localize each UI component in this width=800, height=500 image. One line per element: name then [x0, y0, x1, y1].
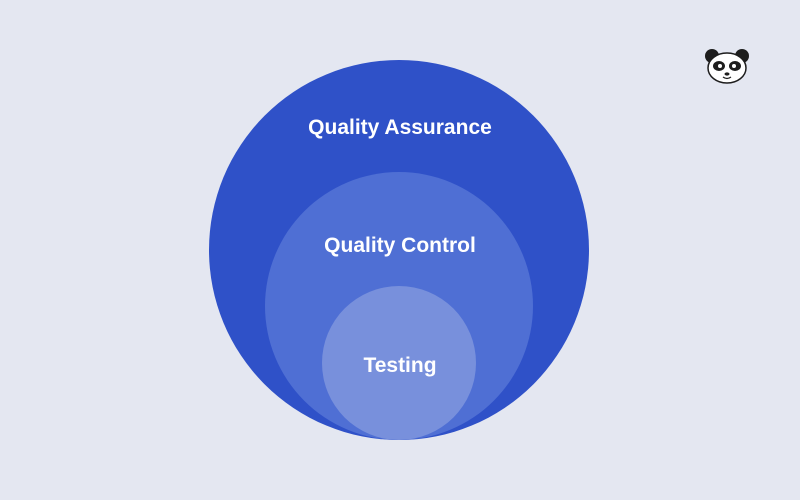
testing-label: Testing [363, 354, 437, 377]
panda-icon [705, 49, 749, 84]
testing-circle [322, 286, 476, 440]
quality-control-label: Quality Control [324, 234, 476, 257]
quality-assurance-label: Quality Assurance [308, 116, 492, 139]
